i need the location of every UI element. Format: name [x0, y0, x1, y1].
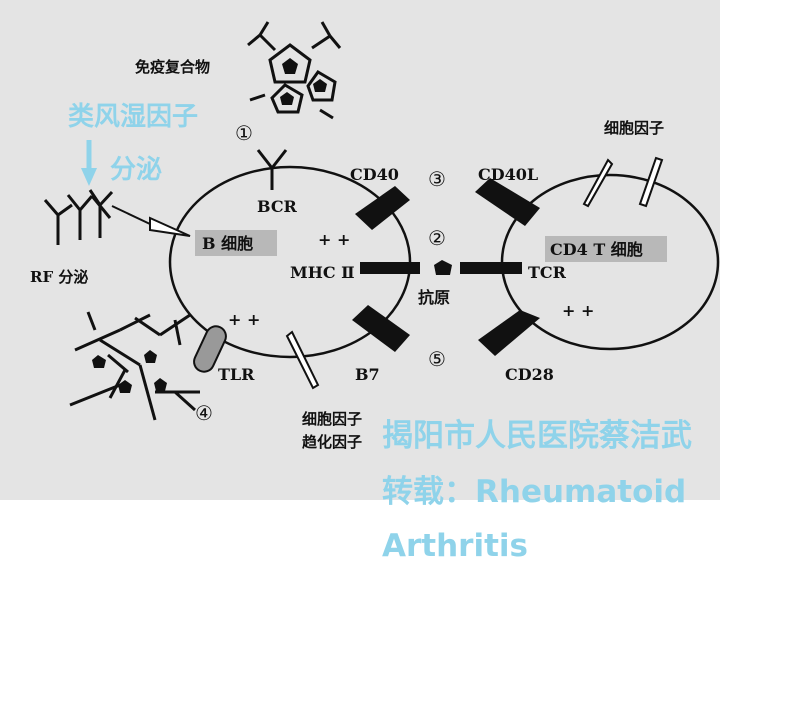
cd40-label: CD40: [350, 165, 399, 184]
immune-complex-label: 免疫复合物: [135, 58, 210, 76]
t-cell-activation-marker: + +: [562, 301, 594, 320]
antigen-marker-icon: [92, 355, 106, 368]
chemokine-bottom-label: 趋化因子: [302, 433, 362, 451]
b-cell-lower-activation-marker: + +: [228, 310, 260, 329]
rf-secretion-arrow-icon: [111, 205, 191, 237]
antigen-marker-icon: [282, 58, 298, 74]
step-4-marker: ④: [195, 401, 213, 425]
tlr-receptor: [193, 325, 227, 373]
t-cell-label-box: [545, 236, 667, 262]
immune-complex-cluster-icon: [69, 311, 200, 421]
step-2-marker: ②: [428, 226, 446, 250]
antigen-peptide-icon: [434, 260, 452, 275]
step-1-marker: ①: [235, 121, 253, 145]
cytokine-bottom-label: 细胞因子: [302, 410, 362, 428]
antigen-marker-icon: [313, 79, 327, 92]
tcr-molecule: [460, 262, 522, 274]
step-5-marker: ⑤: [428, 347, 446, 371]
rheumatoid-factor-annotation: 类风湿因子: [68, 102, 198, 132]
b7-label: B7: [355, 365, 380, 384]
watermark-line-3: Arthritis: [382, 528, 528, 564]
antigen-marker-icon: [280, 92, 294, 105]
watermark-line-1: 揭阳市人民医院蔡洁武: [382, 418, 692, 454]
b-cell-label-box: [195, 230, 277, 256]
antigen-marker-icon: [118, 380, 132, 393]
down-arrow-icon: [81, 168, 97, 186]
cytokine-top-label: 细胞因子: [604, 119, 664, 137]
secretion-annotation: 分泌: [110, 155, 162, 185]
cd28-molecule: [478, 310, 540, 356]
cd28-label: CD28: [505, 365, 554, 384]
cd40l-ligand: [475, 178, 540, 226]
mhc-ii-molecule: [360, 262, 420, 274]
cytokine-arrow-icon: [582, 156, 664, 208]
b7-molecule: [352, 305, 410, 352]
antigen-label: 抗原: [418, 288, 450, 307]
bcr-receptor-icon: [256, 149, 288, 190]
cd4-t-cell-label: CD4 T 细胞: [550, 240, 643, 259]
tcr-label: TCR: [528, 263, 567, 282]
cd40l-label: CD40L: [478, 165, 538, 184]
step-3-marker: ③: [428, 167, 446, 191]
rf-secretion-label: RF 分泌: [30, 268, 88, 286]
watermark-line-2: 转载：Rheumatoid: [382, 474, 686, 510]
cd40-receptor: [355, 186, 410, 230]
immune-complex-icon: [247, 21, 342, 120]
chemokine-arrow-icon: [285, 330, 320, 390]
mhc-ii-label: MHC Ⅱ: [290, 263, 355, 282]
antigen-marker-icon: [144, 350, 157, 363]
antigen-marker-icon: [154, 378, 167, 391]
rheumatoid-factor-icon: [43, 189, 114, 245]
b-cell-label: B 细胞: [202, 234, 253, 253]
tlr-label: TLR: [218, 365, 255, 384]
b-cell-upper-activation-marker: + +: [318, 230, 350, 249]
bcr-label: BCR: [257, 197, 298, 216]
